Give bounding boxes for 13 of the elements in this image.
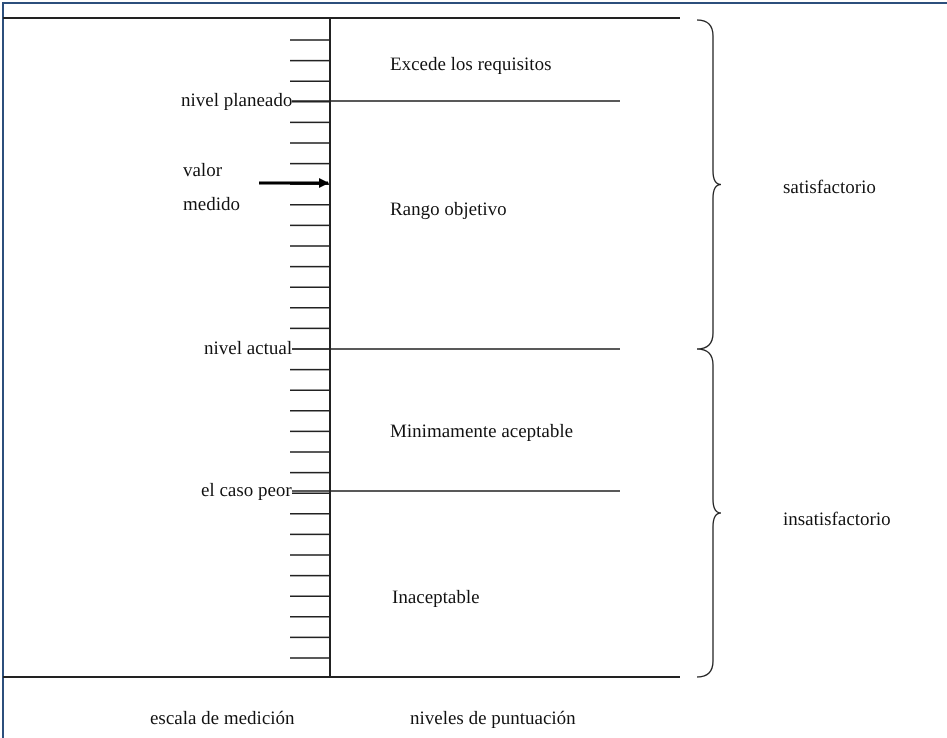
- band-label: Excede los requisitos: [390, 54, 552, 76]
- category-label: satisfactorio: [783, 177, 876, 199]
- arrow: [259, 178, 329, 188]
- band-label: Rango objetivo: [390, 199, 507, 221]
- band-label: Inaceptable: [392, 587, 480, 609]
- level-label: el caso peor: [201, 480, 292, 502]
- axis-label: niveles de puntuación: [410, 708, 576, 730]
- scale-line: [329, 18, 331, 677]
- category-label: insatisfactorio: [783, 509, 891, 531]
- axis-label: escala de medición: [150, 708, 295, 730]
- level-label: nivel planeado: [181, 90, 292, 112]
- band-label: Minimamente aceptable: [390, 421, 574, 443]
- pointer-label: valor medido: [183, 154, 255, 222]
